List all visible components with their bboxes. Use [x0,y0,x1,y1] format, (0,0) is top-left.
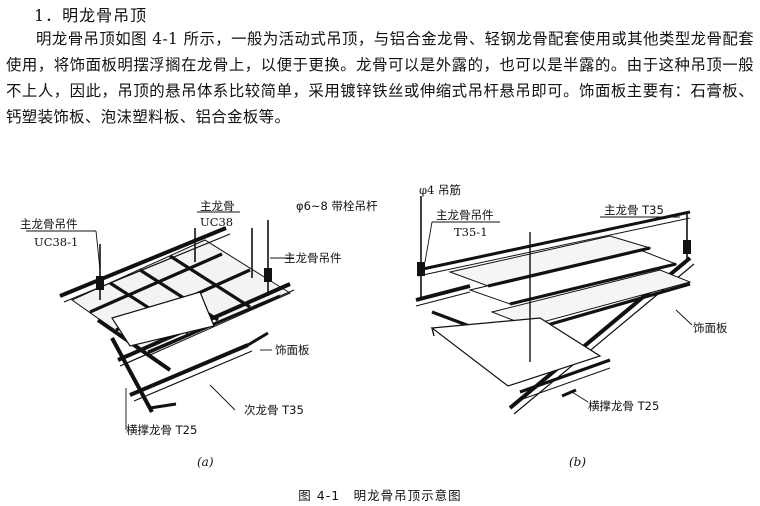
fig-b-label-panel: 饰面板 [693,321,728,335]
fig-b-label-cross: 横撑龙骨 T25 [588,399,659,413]
figure-b-drawing [415,196,695,415]
fig-a-label-secondary: 次龙骨 T35 [244,403,304,417]
section-title: 1．明龙骨吊顶 [34,6,148,25]
body-paragraph: 明龙骨吊顶如图 4-1 所示，一般为活动式吊顶，与铝合金龙骨、轻钢龙骨配套使用或… [6,30,754,126]
fig-a-sub-label: (a) [197,455,214,469]
fig-a-label-hanger-right: 主龙骨吊件 [284,251,342,265]
fig-b-label-hanger-model: T35-1 [454,225,488,239]
fig-b-label-hanger: 主龙骨吊件 [436,208,494,222]
fig-a-label-panel: 饰面板 [275,343,310,357]
fig-a-label-cross: 横撑龙骨 T25 [126,423,197,437]
fig-a-label-main: 主龙骨 [200,199,235,213]
fig-a-label-hanger: 主龙骨吊件 [20,217,78,231]
fig-b-sub-label: (b) [569,455,586,469]
figure-caption: 图 4-1 明龙骨吊顶示意图 [298,488,462,503]
fig-b-label-rebar: φ4 吊筋 [419,183,461,197]
fig-b-label-main: 主龙骨 T35 [604,203,664,217]
figure-a-drawing [26,211,295,430]
fig-a-label-hanger-model: UC38-1 [34,235,78,249]
fig-a-label-rod: φ6~8 带栓吊杆 [296,199,378,213]
fig-a-label-main-model: UC38 [200,215,233,229]
